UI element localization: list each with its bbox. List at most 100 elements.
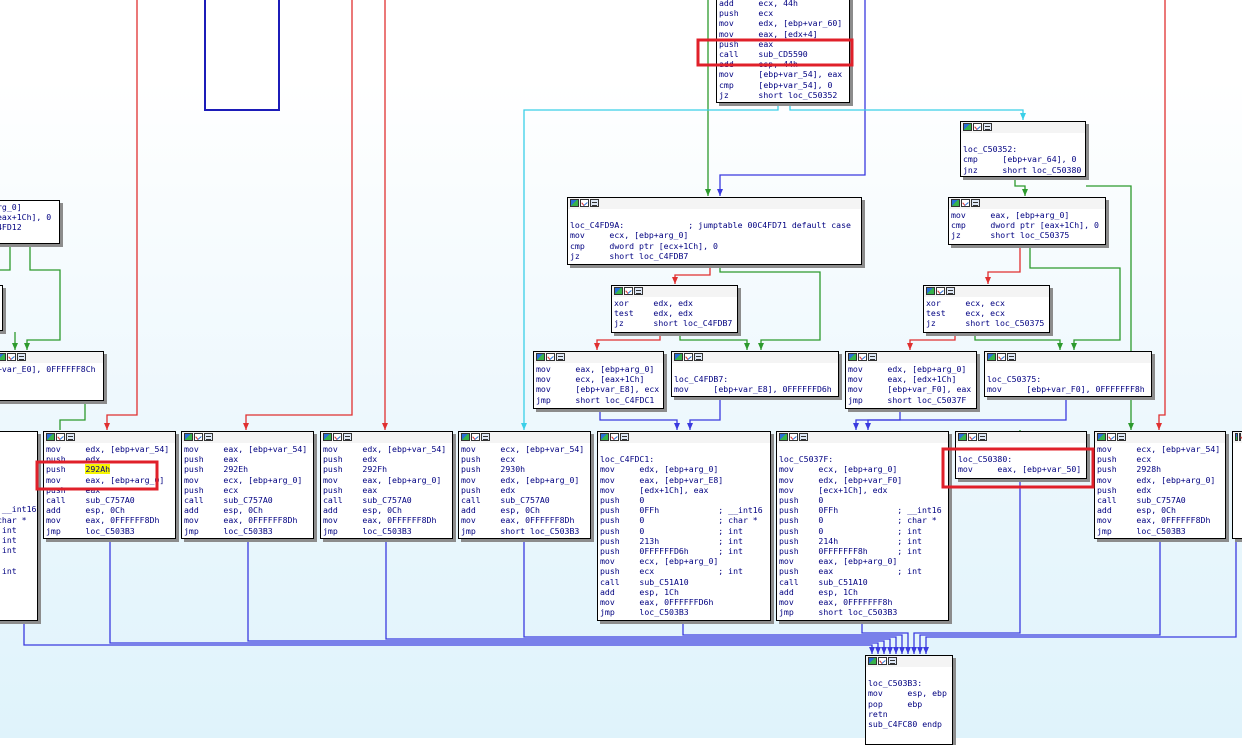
edge-unconditional[interactable] [913,480,1021,654]
node-mov-c5037f[interactable]: mov edx, [ebp+arg_0]mov eax, [edx+1Ch]mo… [845,351,977,409]
edge-unconditional[interactable] [925,540,1237,654]
collapse-group-icon[interactable] [66,433,75,441]
graph-color-icon[interactable] [536,353,545,361]
collapse-group-icon[interactable] [983,123,992,131]
node-mov-c4fdc1[interactable]: mov eax, [ebp+arg_0]mov ecx, [eax+1Ch]mo… [533,351,664,409]
node-cmp-c50375[interactable]: mov eax, [ebp+arg_0]cmp dword ptr [eax+1… [948,197,1106,245]
graph-color-icon[interactable] [779,433,788,441]
empty-node[interactable] [204,0,280,111]
graph-color-icon[interactable] [600,433,609,441]
node-left-stub[interactable] [0,285,3,331]
edge-true[interactable] [26,245,61,350]
edge-false[interactable] [106,0,138,430]
graph-color-icon[interactable] [1097,433,1106,441]
edge-false[interactable] [1158,0,1166,430]
node-left-bottom[interactable]: __int16char * int int int int [0,431,38,621]
graph-color-icon[interactable] [674,353,683,361]
rename-pencil-icon[interactable] [333,433,342,441]
edge-unconditional[interactable] [861,622,909,654]
graph-color-icon[interactable] [958,433,967,441]
rename-pencil-icon[interactable] [997,353,1006,361]
collapse-group-icon[interactable] [590,199,599,207]
rename-pencil-icon[interactable] [1238,433,1242,441]
edge-true[interactable] [1086,185,1132,430]
graph-color-icon[interactable] [963,123,972,131]
collapse-group-icon[interactable] [556,353,565,361]
edge-unconditional[interactable] [682,622,903,654]
graph-color-icon[interactable] [184,433,193,441]
rename-pencil-icon[interactable] [684,353,693,361]
edge-unconditional[interactable] [385,540,891,654]
edge-true[interactable] [719,266,821,350]
rename-pencil-icon[interactable] [56,433,65,441]
node-loc-c4fd9a[interactable]: loc_C4FD9A: ; jumptable 00C4FD71 default… [567,197,862,265]
collapse-group-icon[interactable] [17,353,26,361]
graph-color-icon[interactable] [323,433,332,441]
graph-color-icon[interactable] [1235,433,1238,441]
edge-jump[interactable] [523,104,779,430]
graph-color-icon[interactable] [951,199,960,207]
collapse-group-icon[interactable] [694,353,703,361]
rename-pencil-icon[interactable] [471,433,480,441]
rename-pencil-icon[interactable] [968,433,977,441]
rename-pencil-icon[interactable] [546,353,555,361]
rename-pencil-icon[interactable] [878,657,887,665]
edge-false[interactable] [987,246,1021,284]
collapse-group-icon[interactable] [634,287,643,295]
edge-unconditional[interactable] [689,398,721,430]
edge-false[interactable] [596,334,661,350]
node-loc-c50380[interactable]: loc_C50380:mov eax, [ebp+var_50] [955,431,1087,479]
rename-pencil-icon[interactable] [580,199,589,207]
graph-color-icon[interactable] [46,433,55,441]
collapse-group-icon[interactable] [888,657,897,665]
collapse-group-icon[interactable] [1007,353,1016,361]
rename-pencil-icon[interactable] [973,123,982,131]
collapse-group-icon[interactable] [343,433,352,441]
graph-color-icon[interactable] [614,287,623,295]
collapse-group-icon[interactable] [978,433,987,441]
rename-pencil-icon[interactable] [194,433,203,441]
graph-color-icon[interactable] [570,199,579,207]
graph-color-icon[interactable] [848,353,857,361]
graph-color-icon[interactable] [926,287,935,295]
edge-true[interactable] [1029,246,1121,350]
rename-pencil-icon[interactable] [936,287,945,295]
edge-unconditional[interactable] [719,0,866,196]
edge-true[interactable] [974,334,1061,350]
collapse-group-icon[interactable] [481,433,490,441]
collapse-group-icon[interactable] [799,433,808,441]
edge-true[interactable] [0,245,11,271]
edge-false[interactable] [674,266,711,284]
collapse-group-icon[interactable] [946,287,955,295]
edge-unconditional[interactable] [599,410,678,430]
rename-pencil-icon[interactable] [858,353,867,361]
edge-false[interactable] [909,334,956,350]
graph-color-icon[interactable] [987,353,996,361]
collapse-group-icon[interactable] [1117,433,1126,441]
edge-unconditional[interactable] [523,540,897,654]
collapse-group-icon[interactable] [620,433,629,441]
collapse-group-icon[interactable] [204,433,213,441]
graph-color-icon[interactable] [868,657,877,665]
rename-pencil-icon[interactable] [1107,433,1116,441]
node-left-mid[interactable]: +var_E0], 0FFFFFF8Ch [0,351,104,401]
rename-pencil-icon[interactable] [624,287,633,295]
edge-unconditional[interactable] [919,540,1161,654]
edge-true[interactable] [1014,178,1026,196]
graph-color-icon[interactable] [0,353,6,361]
node-loc-c5037f[interactable]: loc_C5037F:mov ecx, [ebp+arg_0]mov edx, … [776,431,949,621]
rename-pencil-icon[interactable] [610,433,619,441]
edge-true[interactable] [59,402,86,430]
node-left-small[interactable]: rg_0]eax+1Ch], 04FD12 [0,200,60,244]
rename-pencil-icon[interactable] [961,199,970,207]
node-right-stub[interactable] [1232,431,1242,539]
